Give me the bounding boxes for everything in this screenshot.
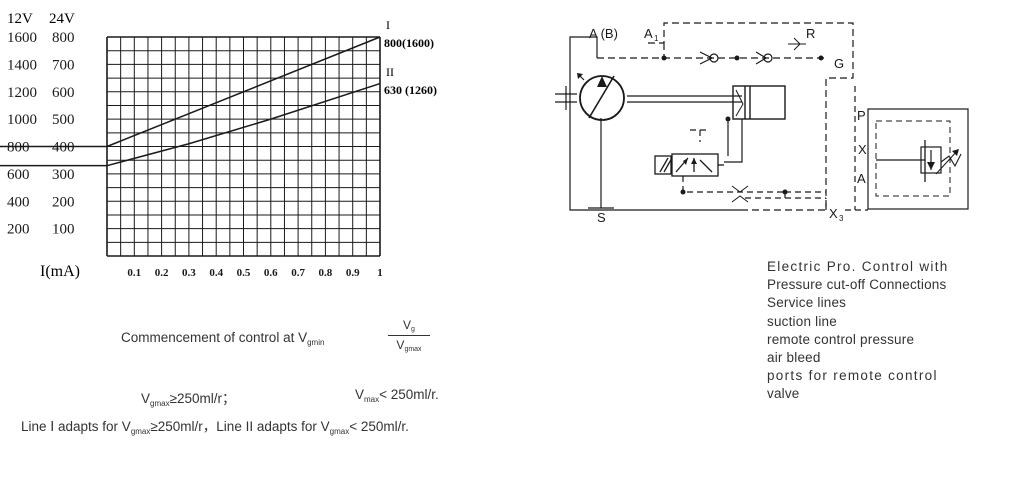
x-tick: 0.9 — [346, 267, 360, 279]
port-r-label: R — [806, 26, 815, 41]
x-tick: 0.8 — [319, 267, 333, 279]
legend-line-1: Electric Pro. Control with — [767, 259, 949, 274]
denominator-v: V — [396, 338, 405, 352]
x-tick: 0.6 — [264, 267, 278, 279]
orifice-symbol — [731, 185, 749, 203]
cond1-subscript: gmax — [150, 399, 170, 408]
y-header-24v: 24V — [49, 11, 75, 27]
legend-line-7: ports for remote control — [767, 368, 938, 384]
series-ii-end-label: 630 (1260) — [384, 83, 437, 97]
connection-legend: Electric Pro. Control with Pressure cut-… — [767, 258, 949, 404]
x-tick-labels: 0.1 0.2 0.3 0.4 0.5 0.6 0.7 0.8 0.9 1 — [127, 267, 382, 279]
y-tick-12v: 800 — [7, 140, 30, 156]
commencement-subscript: gmin — [307, 338, 325, 347]
y-tick-12v: 1000 — [7, 112, 37, 128]
legend-line-6: air bleed — [767, 350, 821, 366]
legend-line-2: Pressure cut-off Connections — [767, 277, 947, 293]
check-valve-left — [699, 51, 719, 65]
x-tick: 1 — [377, 267, 383, 279]
port-x3-subscript: 3 — [839, 214, 844, 223]
legend-line-3: Service lines — [767, 295, 847, 311]
cond2-rest: < 250ml/r. — [379, 387, 439, 402]
series-i-end-label: 800(1600) — [384, 36, 434, 50]
cond2-v: V — [355, 387, 365, 402]
cond1-rest: ≥250ml/r； — [169, 391, 236, 406]
series-line-i — [106, 36, 381, 148]
port-x-label: X — [858, 142, 867, 157]
x-tick: 0.2 — [155, 267, 169, 279]
port-ab-label: A (B) — [589, 26, 618, 41]
legend-line-4: suction line — [767, 313, 837, 329]
condition-2: Vmax< 250ml/r. — [355, 387, 439, 404]
y-tick-24v: 800 — [52, 30, 75, 46]
y-tick-24v: 300 — [52, 167, 75, 183]
x-tick: 0.3 — [182, 267, 196, 279]
line-adapts-caption: Line Ⅰ adapts for Vgmax≥250ml/r，Line II … — [21, 415, 409, 436]
y-tick-12v: 200 — [7, 222, 30, 238]
series-i-name: I — [386, 18, 390, 32]
denominator-subscript: gmax — [404, 346, 422, 353]
cond1-v: V — [141, 391, 151, 406]
numerator-subscript: g — [411, 326, 415, 333]
cond2-subscript: max — [364, 395, 380, 404]
port-a1-subscript: 1 — [654, 34, 659, 43]
x-tick: 0.5 — [237, 267, 251, 279]
line3-part-a: Line Ⅰ adapts for V — [21, 419, 131, 434]
y-tick-24v: 400 — [52, 140, 75, 156]
y-tick-24v: 700 — [52, 57, 75, 73]
x-tick: 0.4 — [209, 267, 223, 279]
y-tick-24v: 600 — [52, 85, 75, 101]
chart-grid — [106, 36, 381, 257]
numerator-v: V — [403, 318, 412, 332]
port-a-label: A — [857, 171, 866, 186]
condition-1: Vgmax≥250ml/r； — [141, 387, 236, 408]
proportional-valve — [654, 153, 724, 177]
y-tick-12v: 1600 — [7, 30, 37, 46]
x-tick: 0.7 — [291, 267, 305, 279]
y-tick-24v: 200 — [52, 194, 75, 210]
port-s-label: S — [597, 210, 606, 225]
fraction-denominator: Vgmax — [388, 336, 430, 353]
port-a1-label: A — [644, 26, 653, 41]
commencement-text: Commencement of control at V — [121, 330, 308, 345]
commencement-caption: Commencement of control at Vgmin — [121, 330, 324, 347]
line3-sub-b: gmax — [329, 427, 350, 436]
junction-dots — [661, 55, 824, 195]
line3-part-c: < 250ml/r. — [349, 419, 409, 434]
y-tick-12v: 400 — [7, 194, 30, 210]
check-valve-right — [755, 51, 773, 65]
series-line-ii — [106, 82, 381, 167]
series-ii-name: II — [386, 65, 394, 79]
port-g-label: G — [834, 56, 844, 71]
x-axis-label: I(mA) — [40, 263, 80, 280]
fraction-numerator: Vg — [388, 318, 430, 336]
pump-housing — [569, 36, 745, 211]
chart-series — [0, 36, 381, 167]
y-tick-12v: 1400 — [7, 57, 37, 73]
y-tick-12v: 600 — [7, 167, 30, 183]
port-p-label: P — [857, 108, 866, 123]
y-tick-12v: 1200 — [7, 85, 37, 101]
legend-line-5: remote control pressure — [767, 331, 915, 347]
line3-part-b: ≥250ml/r，Line II adapts for V — [150, 419, 330, 434]
vg-fraction: Vg Vgmax — [388, 318, 430, 353]
throttle-symbol — [788, 37, 806, 51]
port-x3-label: X — [829, 206, 838, 221]
y-tick-labels: 1600 800 1400 700 1200 600 1000 500 800 400 600 300… — [7, 30, 75, 238]
variable-pump-symbol — [577, 73, 625, 121]
legend-line-8: valve — [767, 386, 800, 402]
x-tick: 0.1 — [127, 267, 141, 279]
y-header-12v: 12V — [7, 11, 33, 27]
line3-sub-a: gmax — [130, 427, 151, 436]
y-tick-24v: 500 — [52, 112, 75, 128]
control-cylinder — [732, 85, 786, 120]
y-tick-24v: 100 — [52, 222, 75, 238]
remote-control-valve — [867, 108, 969, 210]
